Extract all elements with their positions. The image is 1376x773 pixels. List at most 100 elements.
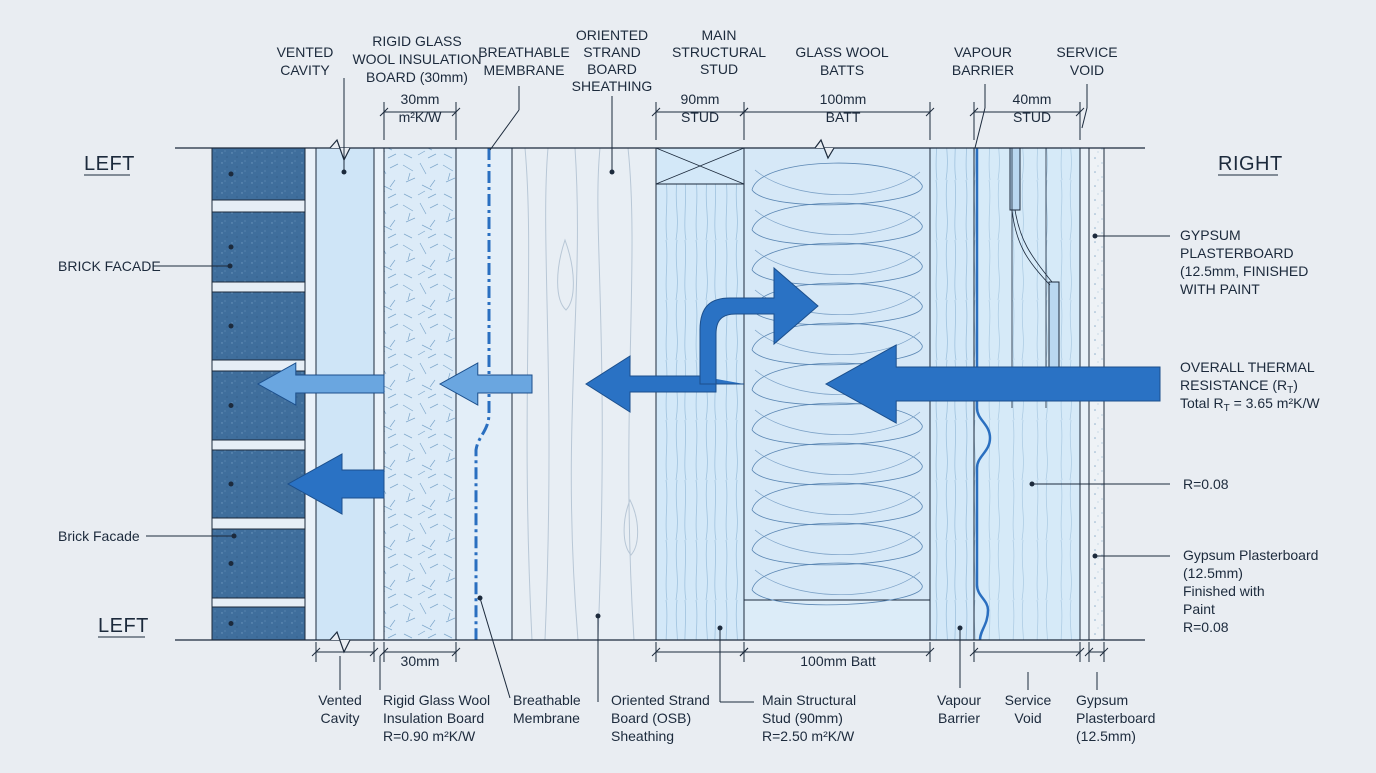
cavity-gap (304, 147, 317, 641)
leader-dot (957, 625, 963, 631)
brick-dot (228, 403, 234, 408)
bottom-dim-batt: 100mm Batt (800, 653, 876, 669)
leader-line (479, 597, 511, 699)
leader-dot (1092, 233, 1098, 239)
main-stud-layer (655, 147, 745, 641)
heat-arrow-stepped (585, 266, 819, 413)
leader-dot (609, 169, 615, 175)
vapour-barrier-line (975, 148, 992, 641)
batt-coil (751, 482, 923, 526)
left-top-label: LEFT (84, 153, 135, 175)
leader-line (1081, 107, 1088, 129)
bottom-dims: 30mm 100mm Batt (401, 653, 876, 669)
batt-coil (751, 242, 923, 286)
leader-dot (717, 625, 723, 631)
cavity-gap-right (373, 147, 385, 641)
batt-coil (754, 329, 921, 355)
brick-dot (228, 481, 234, 487)
leader-line (489, 109, 520, 151)
batt-coil (754, 169, 921, 195)
batt-coil (754, 249, 921, 275)
batt-coil (751, 442, 923, 486)
brick (211, 291, 306, 361)
brick-dot (228, 561, 234, 566)
osb-sheathing-layer (511, 147, 657, 641)
heat-arrow-cavity-lower (286, 453, 385, 515)
heat-arrow-cavity-upper (256, 362, 385, 406)
batt-coil (754, 569, 921, 595)
heat-arrow-main (824, 344, 1161, 424)
stud-top-plate-cross (655, 147, 745, 185)
heat-arrow-membrane (438, 362, 533, 406)
leader-lines (146, 78, 1170, 703)
batt-coil (754, 209, 921, 235)
batt-coil (754, 449, 921, 475)
brick (211, 528, 306, 599)
leader-dot (341, 169, 347, 175)
right-top-label: RIGHT (1218, 153, 1283, 175)
right-label-gypsum-lower: Gypsum Plasterboard(12.5mm)Finished with… (1183, 547, 1318, 635)
leader-dot (227, 263, 233, 269)
leader-dot (1029, 481, 1035, 487)
section-boundaries (175, 138, 1145, 654)
left-bottom-label: LEFT (98, 615, 149, 637)
breathable-membrane-line (474, 148, 491, 640)
left-label-brick-upper: BRICK FACADE (58, 258, 161, 274)
brick-dot (228, 323, 234, 329)
leader-dot (1092, 553, 1098, 559)
right-label-void-r: R=0.08 (1183, 476, 1229, 492)
batt-coil (751, 402, 923, 446)
bottom-dim-insulation: 30mm (401, 653, 440, 669)
rigid-glass-wool-layer (383, 147, 457, 641)
batt-coil (751, 562, 923, 606)
osb-grain (524, 147, 639, 641)
leader-dot (595, 613, 601, 619)
vented-cavity-layer (315, 147, 375, 641)
batt-coil (751, 162, 923, 206)
heat-flow-arrows (256, 266, 1161, 515)
brick (211, 211, 306, 283)
batt-bottom-space (743, 599, 931, 641)
left-label-brick-lower: Brick Facade (58, 528, 140, 544)
batt-coil (751, 202, 923, 246)
batt-coil (754, 529, 921, 555)
batt-coil (751, 522, 923, 566)
leader-dot (231, 533, 237, 539)
leader-line (974, 107, 986, 149)
brick (211, 606, 306, 641)
batt-coil (754, 489, 921, 515)
service-conduit (1009, 147, 1060, 408)
batt-coil (754, 409, 921, 435)
brick-dot (228, 244, 234, 250)
brick (211, 147, 306, 201)
brick-dot (228, 621, 234, 626)
